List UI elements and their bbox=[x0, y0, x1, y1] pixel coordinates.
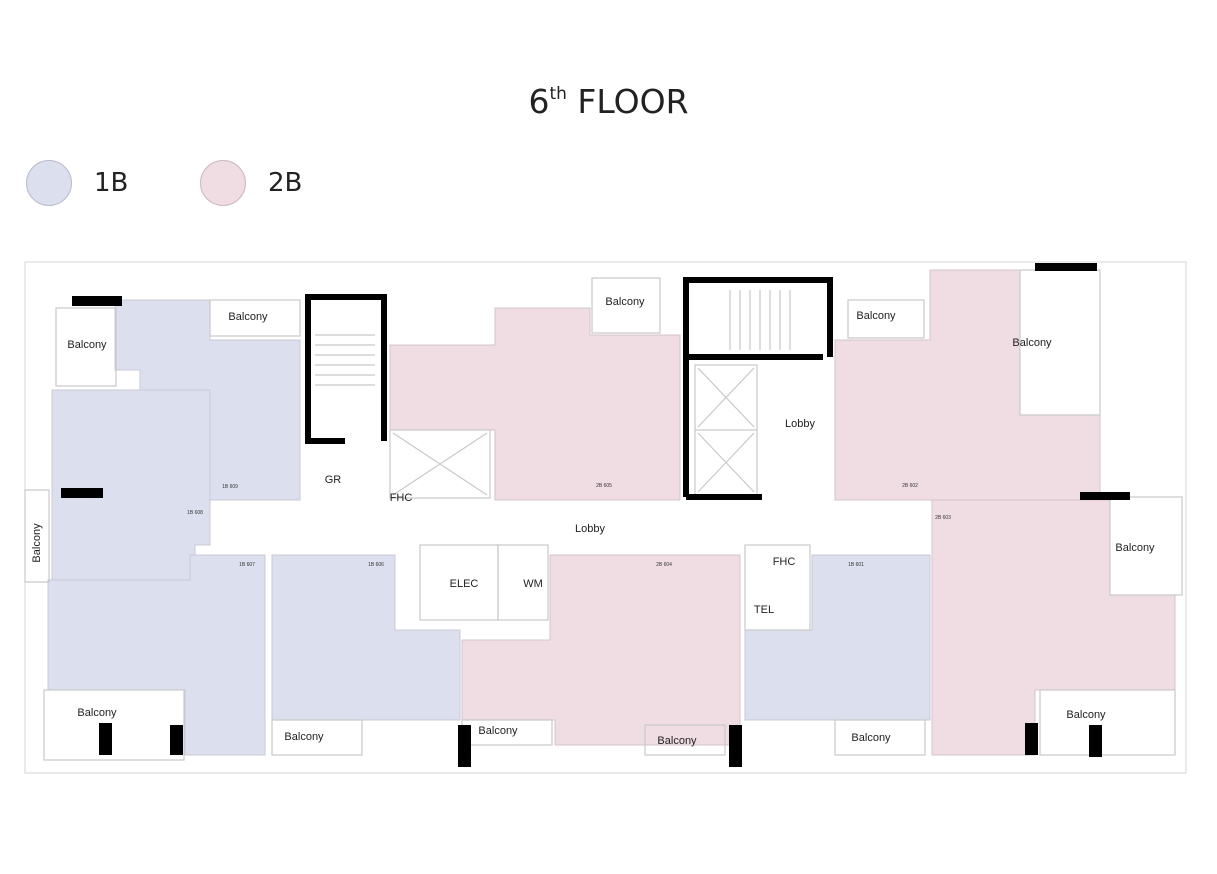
unit-1b-606 bbox=[271, 554, 461, 721]
wm-label: WM bbox=[523, 578, 543, 590]
balcony-label: Balcony bbox=[284, 731, 324, 743]
unit-tag-601: 1B 601 bbox=[848, 562, 864, 568]
unit-2b-605 bbox=[389, 307, 681, 501]
lobby-label: Lobby bbox=[785, 418, 815, 430]
fhc-label: FHC bbox=[773, 556, 796, 568]
unit-tag-609: 1B 609 bbox=[222, 484, 238, 490]
unit-tag-603: 2B 603 bbox=[935, 515, 951, 521]
page-title: 6th FLOOR bbox=[528, 82, 689, 121]
legend-swatch-2b bbox=[200, 160, 246, 206]
unit-tag-605: 2B 605 bbox=[596, 483, 612, 489]
elec-label: ELEC bbox=[450, 578, 479, 590]
tel-label: TEL bbox=[754, 604, 774, 616]
unit-1b-601 bbox=[744, 554, 931, 721]
unit-2b-604 bbox=[461, 554, 741, 746]
balcony-label: Balcony bbox=[657, 735, 697, 747]
lobby-label: Lobby bbox=[575, 523, 605, 535]
balcony-label: Balcony bbox=[1115, 542, 1155, 554]
gr-label: GR bbox=[325, 474, 342, 486]
balcony-label: Balcony bbox=[856, 310, 896, 322]
unit-2b-602 bbox=[834, 269, 1101, 501]
unit-tag-607: 1B 607 bbox=[239, 562, 255, 568]
unit-tag-608: 1B 608 bbox=[187, 510, 203, 516]
legend-label: 1B bbox=[94, 168, 129, 198]
balcony-label: Balcony bbox=[77, 707, 117, 719]
stair-core-left bbox=[305, 294, 387, 444]
balcony-label: Balcony bbox=[67, 339, 107, 351]
fhc-label: FHC bbox=[390, 492, 413, 504]
balcony-label: Balcony bbox=[478, 725, 518, 737]
unit-1b-607 bbox=[47, 554, 266, 756]
legend-item-1b: 1B bbox=[26, 160, 128, 206]
unit-tag-602: 2B 602 bbox=[902, 483, 918, 489]
legend-label: 2B bbox=[268, 168, 303, 198]
legend-swatch-1b bbox=[26, 160, 72, 206]
unit-tags: 1B 609 1B 608 1B 607 1B 606 2B 605 2B 60… bbox=[187, 483, 951, 568]
balcony-label: Balcony bbox=[851, 732, 891, 744]
balcony-label: Balcony bbox=[228, 311, 268, 323]
unit-1b-608 bbox=[51, 389, 211, 581]
unit-tag-604: 2B 604 bbox=[656, 562, 672, 568]
balcony-label: Balcony bbox=[1066, 709, 1106, 721]
legend-item-2b: 2B bbox=[200, 160, 302, 206]
stair-core-right bbox=[683, 277, 833, 500]
unit-2b-603 bbox=[931, 499, 1176, 756]
balcony-label: Balcony bbox=[605, 296, 645, 308]
balcony-label: Balcony bbox=[31, 523, 43, 563]
balcony-label: Balcony bbox=[1012, 337, 1052, 349]
unit-tag-606: 1B 606 bbox=[368, 562, 384, 568]
